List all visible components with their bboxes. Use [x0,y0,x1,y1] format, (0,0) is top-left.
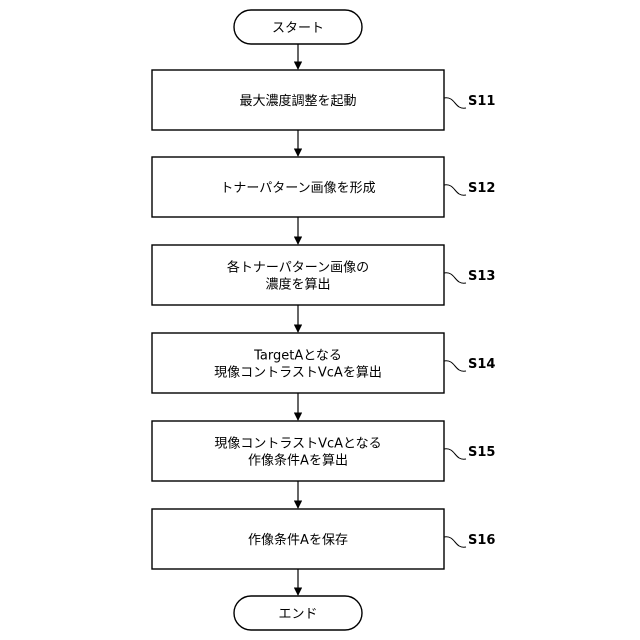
step-label-leader [444,537,466,547]
process-text-line: トナーパターン画像を形成 [220,181,375,196]
process-text-line: 現像コントラストVcAとなる [214,437,381,452]
start-terminal: スタート [234,10,362,44]
step-label-leader [444,361,466,371]
step-label-s11: S11 [468,94,495,109]
step-label-s15: S15 [468,445,495,460]
process-box-s13: 各トナーパターン画像の濃度を算出 [152,245,444,305]
step-label-s14: S14 [468,357,495,372]
process-box-s12: トナーパターン画像を形成 [152,157,444,217]
step-label-s12: S12 [468,181,495,196]
end-label: エンド [278,607,317,622]
process-text-line: 各トナーパターン画像の [227,260,369,276]
process-box-s11: 最大濃度調整を起動 [152,70,444,130]
process-text-line: 現像コントラストVcAを算出 [214,366,382,381]
process-text-line: 作像条件Aを算出 [248,453,348,469]
end-terminal: エンド [234,596,362,630]
process-text-line: 濃度を算出 [265,277,330,293]
step-label-leader [444,98,466,108]
process-text-line: 最大濃度調整を起動 [239,93,356,109]
step-label-leader [444,185,466,195]
process-box-s16: 作像条件Aを保存 [152,509,444,569]
process-text-line: 作像条件Aを保存 [248,532,348,548]
process-text-line: TargetAとなる [253,349,342,364]
start-label: スタート [272,21,324,36]
step-label-s13: S13 [468,269,495,284]
step-label-s16: S16 [468,533,495,548]
process-box-s14: TargetAとなる現像コントラストVcAを算出 [152,333,444,393]
step-label-leader [444,273,466,283]
process-box-s15: 現像コントラストVcAとなる作像条件Aを算出 [152,421,444,481]
step-label-leader [444,449,466,459]
